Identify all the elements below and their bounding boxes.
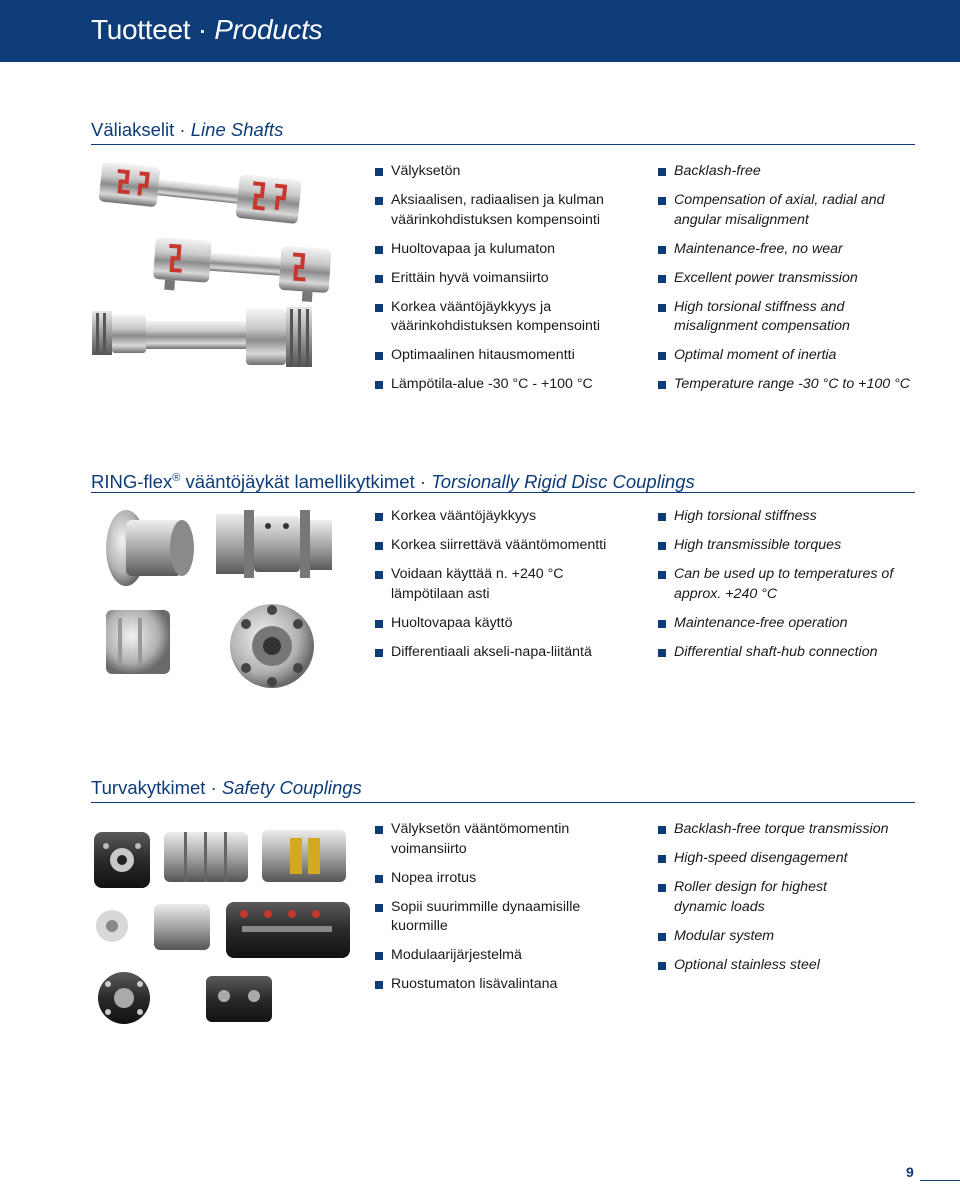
square-bullet-icon — [658, 197, 666, 205]
section-title: Turvakytkimet · Safety Couplings — [91, 777, 362, 798]
square-bullet-icon — [375, 952, 383, 960]
list-item: High transmissible torques — [658, 536, 920, 556]
square-bullet-icon — [658, 245, 666, 254]
square-bullet-icon — [658, 168, 666, 176]
ring-flex-features-en: High torsional stiffness High transmissi… — [658, 507, 920, 672]
section-rule — [91, 802, 915, 803]
square-bullet-icon — [375, 903, 383, 912]
list-item: Differential shaft-hub connection — [658, 643, 920, 663]
list-item: Backlash-free — [658, 162, 920, 182]
list-item: Optimaalinen hitausmomentti — [375, 346, 645, 366]
list-item: Maintenance-free, no wear — [658, 240, 920, 260]
list-item: Optimal moment of inertia — [658, 346, 920, 366]
list-item: Temperature range -30 °C to +100 °C — [658, 375, 920, 395]
square-bullet-icon — [658, 352, 666, 360]
square-bullet-icon — [375, 168, 383, 176]
list-item: Excellent power transmission — [658, 269, 920, 289]
list-item: Maintenance-free operation — [658, 614, 920, 634]
square-bullet-icon — [658, 513, 666, 521]
list-item: Huoltovapaa käyttö — [375, 614, 645, 634]
square-bullet-icon — [375, 571, 383, 579]
list-item: Korkea siirrettävä vääntömomentti — [375, 536, 645, 556]
square-bullet-icon — [658, 303, 666, 312]
ring-flex-features-fi: Korkea vääntöjäykkyys Korkea siirrettävä… — [375, 507, 645, 672]
list-item: Compensation of axial, radial and angula… — [658, 191, 920, 230]
square-bullet-icon — [658, 571, 666, 579]
square-bullet-icon — [658, 932, 666, 941]
disc-coupling-product-image — [98, 506, 358, 696]
section-line-shafts: Väliakselit · Line Shafts — [91, 118, 915, 145]
list-item: Ruostumaton lisävalintana — [375, 975, 645, 995]
square-bullet-icon — [658, 381, 666, 389]
list-item: Välyksetön — [375, 162, 645, 182]
square-bullet-icon — [375, 874, 383, 883]
list-item: Lämpötila-alue -30 °C - +100 °C — [375, 375, 645, 395]
list-item: Nopea irrotus — [375, 869, 645, 889]
list-item: Backlash-free torque transmission — [658, 820, 920, 840]
square-bullet-icon — [658, 619, 666, 628]
square-bullet-icon — [375, 303, 383, 312]
square-bullet-icon — [658, 274, 666, 283]
safety-coupling-product-image — [94, 826, 354, 1031]
square-bullet-icon — [375, 542, 383, 550]
square-bullet-icon — [375, 352, 383, 360]
list-item: Can be used up to temperatures of approx… — [658, 565, 898, 604]
list-item: Erittäin hyvä voimansiirto — [375, 269, 645, 289]
line-shaft-product-image — [92, 161, 332, 393]
square-bullet-icon — [375, 197, 383, 205]
square-bullet-icon — [375, 826, 383, 834]
square-bullet-icon — [375, 245, 383, 254]
section-safety-couplings: Turvakytkimet · Safety Couplings — [91, 776, 915, 803]
safety-couplings-features-fi: Välyksetön vääntömomentin voimansiirto N… — [375, 820, 645, 1004]
list-item: Välyksetön vääntömomentin voimansiirto — [375, 820, 595, 859]
section-rule — [91, 492, 915, 493]
square-bullet-icon — [375, 513, 383, 521]
list-item: Aksiaalisen, radiaalisen ja kulman vääri… — [375, 191, 645, 230]
square-bullet-icon — [658, 542, 666, 550]
square-bullet-icon — [375, 648, 383, 657]
section-title: Väliakselit · Line Shafts — [91, 119, 284, 140]
list-item: Optional stainless steel — [658, 956, 920, 976]
square-bullet-icon — [658, 884, 666, 892]
section-rule — [91, 144, 915, 145]
list-item: Modular system — [658, 927, 920, 947]
header-bar: Tuotteet · Products — [0, 0, 960, 62]
section-ring-flex: RING-flex® vääntöjäykät lamellikytkimet … — [91, 466, 915, 493]
section-title: RING-flex® vääntöjäykät lamellikytkimet … — [91, 471, 695, 492]
list-item: High-speed disengagement — [658, 849, 920, 869]
square-bullet-icon — [658, 826, 666, 834]
line-shafts-features-en: Backlash-free Compensation of axial, rad… — [658, 162, 920, 404]
list-item: Differentiaali akseli-napa-liitäntä — [375, 643, 645, 663]
list-item: Modulaarijärjestelmä — [375, 946, 645, 966]
list-item: Voidaan käyttää n. +240 °C lämpötilaan a… — [375, 565, 585, 604]
list-item: High torsional stiffness and misalignmen… — [658, 298, 920, 337]
list-item: Roller design for highest dynamic loads — [658, 878, 848, 917]
square-bullet-icon — [658, 961, 666, 970]
list-item: Korkea vääntöjäykkyys ja väärinkohdistuk… — [375, 298, 645, 337]
list-item: High torsional stiffness — [658, 507, 920, 527]
square-bullet-icon — [375, 981, 383, 989]
line-shafts-features-fi: Välyksetön Aksiaalisen, radiaalisen ja k… — [375, 162, 645, 404]
list-item: Huoltovapaa ja kulumaton — [375, 240, 645, 260]
square-bullet-icon — [375, 619, 383, 628]
list-item: Sopii suurimmille dynaamisille kuormille — [375, 898, 615, 937]
page-title: Tuotteet · Products — [91, 14, 323, 45]
page-number-rule — [920, 1180, 960, 1181]
square-bullet-icon — [375, 381, 383, 389]
list-item: Korkea vääntöjäykkyys — [375, 507, 645, 527]
square-bullet-icon — [375, 274, 383, 283]
safety-couplings-features-en: Backlash-free torque transmission High-s… — [658, 820, 920, 985]
square-bullet-icon — [658, 855, 666, 863]
page-number: 9 — [906, 1164, 914, 1180]
square-bullet-icon — [658, 648, 666, 657]
